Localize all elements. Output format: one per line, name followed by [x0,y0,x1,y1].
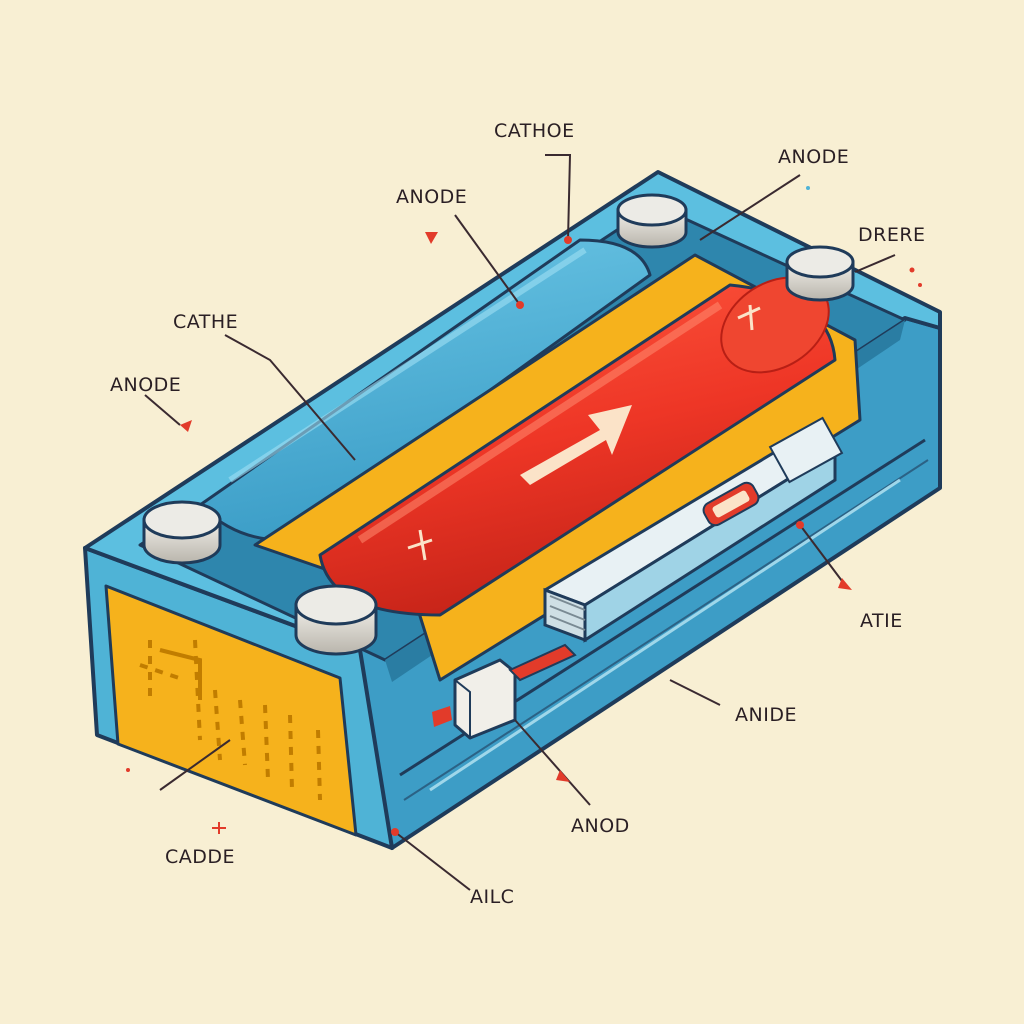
label-anod: ANOD [571,815,630,837]
leader-line-ailc [394,831,471,891]
circuit-module [543,416,844,643]
leader-line-cadde [159,739,231,791]
leader-line-drere [854,254,896,273]
leader-line-anode-top-right [699,174,801,241]
label-cathoe: CATHOE [494,120,575,142]
label-atie: ATIE [860,610,903,632]
label-anode-top-left: ANODE [396,186,468,208]
leader-line-cathe [224,334,356,461]
label-cathe: CATHE [173,311,239,333]
terminal-posts [142,193,855,656]
terminal-post-icon [294,584,378,656]
red-cell [318,276,837,617]
red-arrowhead-icon [556,770,570,782]
terminal-post-icon [142,500,222,565]
label-drere: DRERE [858,224,926,246]
label-cadde: CADDE [165,846,236,868]
front-label-panel [104,584,358,837]
label-ailc: AILC [470,886,515,908]
leader-line-anod [514,719,591,806]
accent-markers [126,186,922,836]
label-anode-left: ANODE [110,374,182,396]
blue-cell [198,238,652,542]
label-anide: ANIDE [735,704,797,726]
leader-lines [144,154,896,891]
red-arrowhead-icon [425,232,438,244]
leader-line-atie [799,524,846,586]
red-arrowhead-icon [838,578,852,590]
label-anode-top-right: ANODE [778,146,850,168]
red-arrowhead-icon [180,420,192,432]
leader-line-anode-left [144,394,181,426]
arrow-icon [520,405,632,485]
leader-line-anide [669,679,721,706]
leader-line-anode-top-left [454,214,521,306]
terminal-post-icon [785,245,855,302]
leader-line-cathoe [545,154,572,241]
terminal-post-icon [616,193,688,249]
